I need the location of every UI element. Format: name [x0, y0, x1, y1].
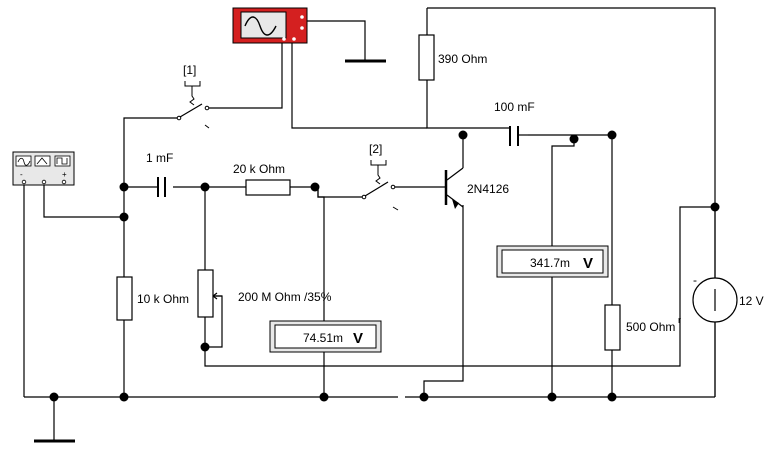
- function-generator-icon[interactable]: - +: [12, 151, 75, 186]
- resistor-500-ohm-marker: r: [678, 315, 681, 325]
- dc-supply-polarity: -: [693, 273, 697, 287]
- voltmeter-2[interactable]: [496, 245, 609, 278]
- resistor-20k-ohm[interactable]: [245, 179, 291, 196]
- transistor-2n4126[interactable]: [444, 167, 464, 209]
- svg-text:+: +: [62, 170, 67, 179]
- resistor-10k-ohm[interactable]: [116, 276, 133, 321]
- dc-supply[interactable]: [692, 277, 738, 323]
- wires: [23, 7, 716, 398]
- voltmeter-1[interactable]: [269, 320, 382, 353]
- junctions: [49, 130, 720, 402]
- switch-1[interactable]: [176, 81, 210, 129]
- capacitor-1mf[interactable]: [157, 177, 166, 197]
- voltmeter-1-value: 74.51m: [303, 331, 343, 345]
- switch-2-label: [2]: [369, 142, 382, 156]
- transistor-label: 2N4126: [467, 182, 509, 196]
- resistor-390-ohm-label: 390 Ohm: [438, 52, 487, 66]
- svg-text:-: -: [20, 170, 23, 179]
- resistor-20k-ohm-label: 20 k Ohm: [233, 162, 285, 176]
- oscilloscope-icon[interactable]: [232, 7, 308, 44]
- capacitor-100mf-label: 100 mF: [494, 100, 535, 114]
- resistor-390-ohm[interactable]: [418, 34, 435, 81]
- capacitor-100mf[interactable]: [509, 126, 528, 146]
- resistor-500-ohm[interactable]: [604, 304, 621, 351]
- ground-icon: [34, 397, 75, 443]
- switch-2[interactable]: [361, 160, 399, 211]
- resistor-10k-ohm-label: 10 k Ohm: [137, 292, 189, 306]
- switch-1-label: [1]: [183, 63, 196, 77]
- voltmeter-2-value: 341.7m: [530, 256, 570, 270]
- voltmeter-1-unit: V: [353, 330, 363, 347]
- capacitor-1mf-label: 1 mF: [146, 151, 173, 165]
- potentiometer-label: 200 M Ohm /35%: [238, 290, 332, 304]
- dc-supply-label: 12 V: [739, 294, 764, 308]
- voltmeter-2-unit: V: [583, 255, 593, 272]
- resistor-500-ohm-label: 500 Ohm: [626, 320, 675, 334]
- potentiometer[interactable]: [197, 269, 222, 318]
